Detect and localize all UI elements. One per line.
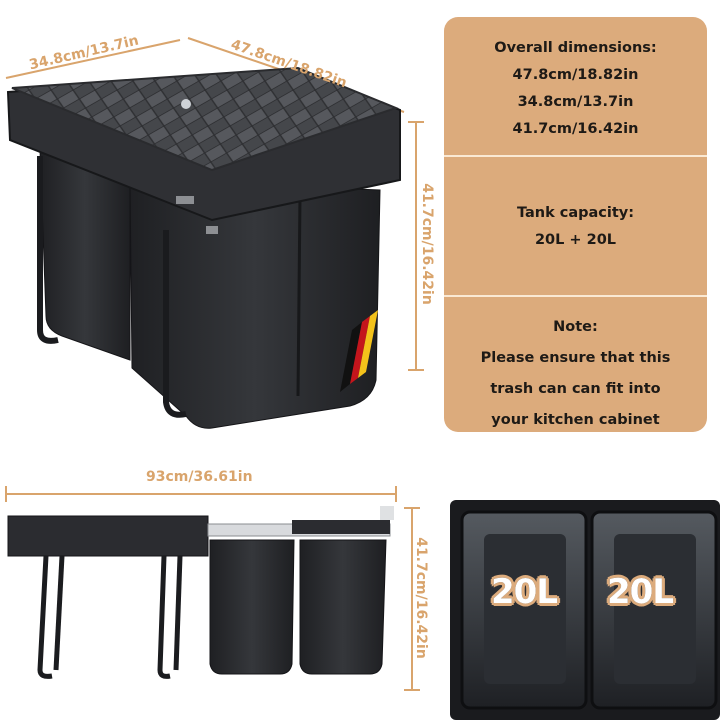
overall-dimension-line: 41.7cm/16.42in <box>512 121 639 137</box>
overall-dimensions-section: Overall dimensions: 47.8cm/18.82in 34.8c… <box>444 35 707 143</box>
note-line: trash can can fit into <box>490 381 661 397</box>
note-section: Note: Please ensure that this trash can … <box>444 312 707 432</box>
info-panel: Overall dimensions: 47.8cm/18.82in 34.8c… <box>444 17 707 432</box>
bins-top-view-image <box>450 500 720 720</box>
dimension-height-lower-label: 41.7cm/16.42in <box>412 537 429 659</box>
note-heading: Note: <box>553 319 598 335</box>
tank-capacity-value: 20L + 20L <box>534 232 617 248</box>
left-bin-capacity-label: 20L <box>491 572 558 612</box>
overall-dimensions-heading: Overall dimensions: <box>494 40 657 56</box>
tank-capacity-section: Tank capacity: 20L + 20L <box>444 200 707 254</box>
right-bin-capacity-label: 20L <box>607 572 674 612</box>
panel-divider <box>444 155 707 157</box>
dimension-height-label: 41.7cm/16.42in <box>418 183 435 305</box>
dimension-length-label: 93cm/36.61in <box>146 469 253 485</box>
overall-dimension-line: 47.8cm/18.82in <box>512 67 639 83</box>
note-line: your kitchen cabinet <box>491 412 660 428</box>
overall-dimension-line: 34.8cm/13.7in <box>517 94 634 110</box>
note-line: Please ensure that this <box>480 350 671 366</box>
tank-capacity-heading: Tank capacity: <box>516 205 635 221</box>
panel-divider <box>444 295 707 297</box>
